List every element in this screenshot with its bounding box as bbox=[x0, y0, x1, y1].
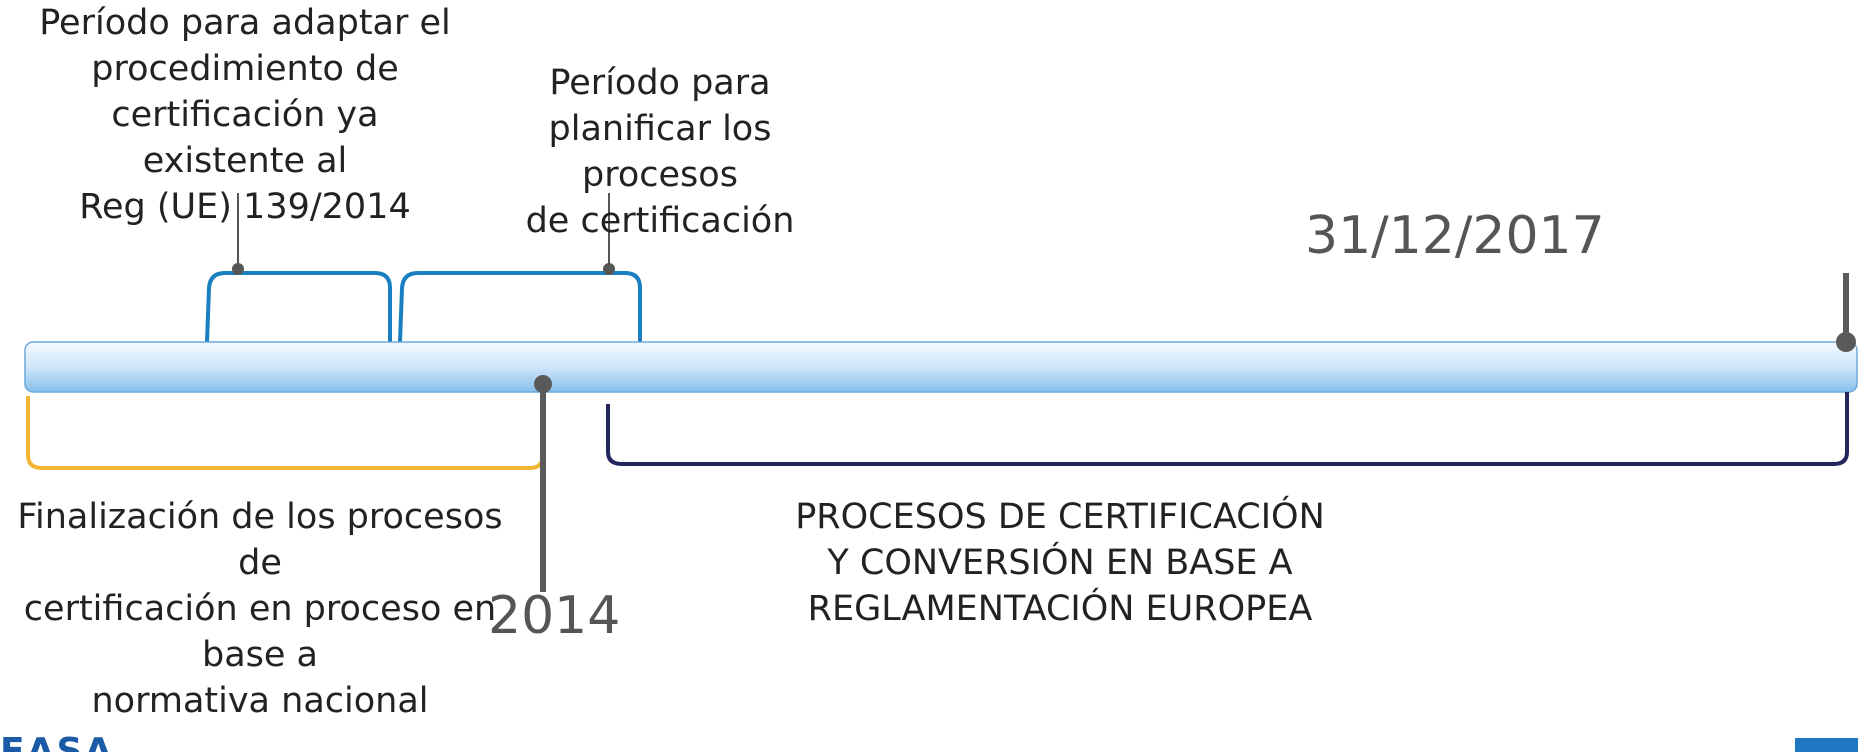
plan-period-line: planificar los procesos bbox=[548, 109, 772, 195]
adapt-period-line: Reg (UE) 139/2014 bbox=[79, 187, 411, 227]
milestone-2014-label: 2014 bbox=[488, 586, 621, 646]
timeline-bar bbox=[24, 341, 1858, 393]
finalization-bracket bbox=[26, 396, 545, 470]
eu-processes-bracket bbox=[606, 392, 1849, 466]
plan-period-bracket bbox=[398, 271, 642, 343]
finalization-label: Finalización de los procesos de certific… bbox=[0, 494, 520, 724]
eu-processes-line: PROCESOS DE CERTIFICACIÓN bbox=[795, 497, 1325, 537]
eu-processes-label: PROCESOS DE CERTIFICACIÓN Y CONVERSIÓN E… bbox=[790, 494, 1330, 632]
adapt-period-line: procedimiento de bbox=[91, 49, 399, 89]
eu-processes-line: Y CONVERSIÓN EN BASE A bbox=[827, 543, 1293, 583]
plan-period-line: Período para bbox=[549, 63, 771, 103]
finalization-line: certificación en proceso en base a bbox=[23, 589, 497, 675]
milestone-2017-dot bbox=[1836, 332, 1856, 352]
corner-decoration bbox=[1795, 738, 1858, 752]
milestone-2017-label: 31/12/2017 bbox=[1305, 206, 1605, 266]
adapt-period-bracket bbox=[205, 271, 392, 343]
plan-period-label: Período para planificar los procesos de … bbox=[480, 60, 840, 244]
adapt-period-label: Período para adaptar el procedimiento de… bbox=[30, 0, 460, 230]
easa-logo: EASA bbox=[0, 731, 115, 752]
finalization-line: normativa nacional bbox=[91, 681, 429, 721]
finalization-line: Finalización de los procesos de bbox=[17, 497, 503, 583]
milestone-2014-dot bbox=[534, 375, 552, 393]
plan-connector-dot bbox=[603, 263, 615, 275]
adapt-period-line: certificación ya existente al bbox=[111, 95, 379, 181]
eu-processes-line: REGLAMENTACIÓN EUROPEA bbox=[807, 589, 1313, 629]
adapt-period-line: Período para adaptar el bbox=[39, 3, 451, 43]
plan-period-line: de certificación bbox=[525, 201, 795, 241]
adapt-connector-dot bbox=[232, 263, 244, 275]
